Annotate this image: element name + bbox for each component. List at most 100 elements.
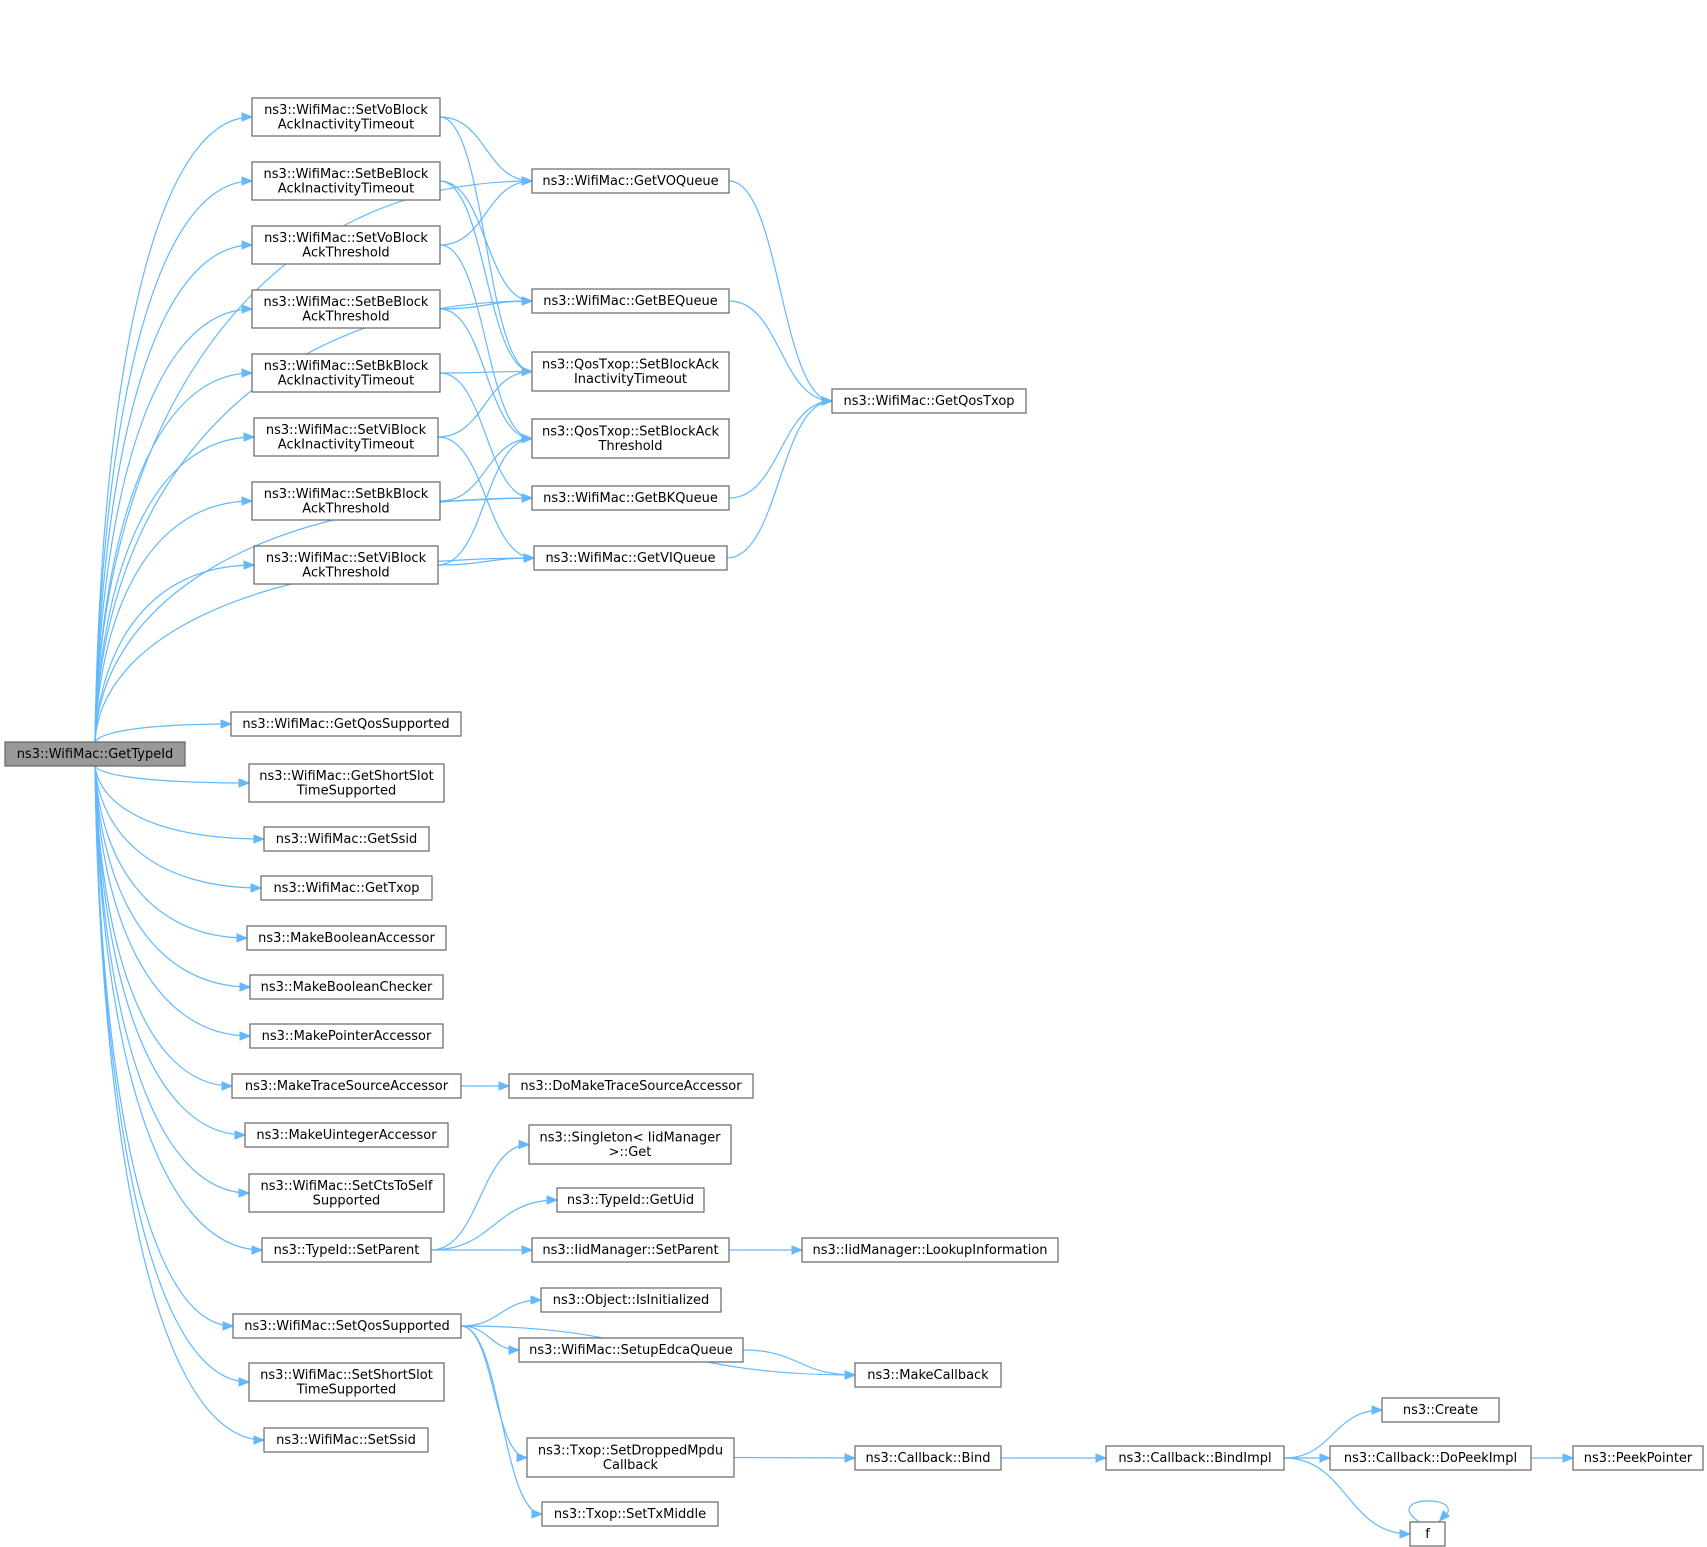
node-getVIQueue[interactable]: ns3::WifiMac::GetVIQueue (533, 545, 728, 571)
node-label: ns3::WifiMac::SetVoBlock (264, 231, 428, 246)
node-box (246, 925, 447, 951)
edge-root-to-makePtrAcc (94, 765, 252, 1041)
node-box (531, 288, 730, 314)
edge-getVIQueue-to-getQosTxop (726, 396, 834, 559)
node-getVOQueue[interactable]: ns3::WifiMac::GetVOQueue (531, 168, 730, 194)
edge-root-to-setQosSupported (94, 765, 235, 1331)
node-box (251, 289, 441, 329)
node-peekPointer[interactable]: ns3::PeekPointer (1572, 1445, 1704, 1471)
edge-line (439, 308, 533, 440)
node-f[interactable]: f (1409, 1521, 1446, 1547)
node-getBEQueue[interactable]: ns3::WifiMac::GetBEQueue (531, 288, 730, 314)
node-setViBlockAckInact[interactable]: ns3::WifiMac::SetViBlockAckInactivityTim… (253, 417, 439, 457)
node-box (533, 545, 728, 571)
nodes-layer: ns3::WifiMac::GetTypeIdns3::WifiMac::Set… (4, 97, 1704, 1547)
arrow-head (238, 1188, 251, 1198)
edge-setBeBlockAckInact-to-qosSetBAInact (439, 180, 534, 377)
node-label: AckThreshold (302, 501, 389, 516)
node-setSsid[interactable]: ns3::WifiMac::SetSsid (263, 1427, 429, 1453)
node-objIsInit[interactable]: ns3::Object::IsInitialized (540, 1287, 722, 1313)
node-getQosTxop[interactable]: ns3::WifiMac::GetQosTxop (831, 388, 1027, 414)
edge-line (94, 765, 251, 1037)
node-box (556, 1187, 705, 1213)
edge-typeIdSetParent-to-singletonGet (430, 1139, 531, 1251)
node-setupEdca[interactable]: ns3::WifiMac::SetupEdcaQueue (518, 1337, 744, 1363)
node-makeCallback[interactable]: ns3::MakeCallback (854, 1362, 1002, 1388)
edges-layer (94, 112, 1575, 1539)
arrow-head (521, 176, 534, 186)
node-box (251, 225, 441, 265)
node-cbBindImpl[interactable]: ns3::Callback::BindImpl (1105, 1445, 1285, 1471)
node-box (244, 1122, 449, 1148)
node-getQosSupported[interactable]: ns3::WifiMac::GetQosSupported (230, 711, 462, 737)
node-setBeBlockAckInact[interactable]: ns3::WifiMac::SetBeBlockAckInactivityTim… (251, 161, 441, 201)
arrow-head (546, 1195, 559, 1205)
arrow-head (1319, 1453, 1332, 1463)
node-box (251, 481, 441, 521)
edge-line (94, 765, 234, 1327)
arrow-head (238, 1377, 251, 1387)
node-root[interactable]: ns3::WifiMac::GetTypeId (4, 741, 186, 767)
edge-line (439, 116, 533, 373)
edge-line (1408, 1500, 1449, 1523)
node-typeIdSetParent[interactable]: ns3::TypeId::SetParent (261, 1237, 432, 1263)
edge-root-to-getSsid (94, 765, 266, 844)
node-label: ns3::PeekPointer (1584, 1451, 1693, 1466)
edge-line (460, 1299, 542, 1327)
node-setBkBlockAckInact[interactable]: ns3::WifiMac::SetBkBlockAckInactivityTim… (251, 353, 441, 393)
node-qosSetBAInact[interactable]: ns3::QosTxop::SetBlockAckInactivityTimeo… (531, 351, 730, 392)
node-iidSetParent[interactable]: ns3::IidManager::SetParent (531, 1237, 730, 1263)
arrow-head (221, 1081, 234, 1091)
node-makePtrAcc[interactable]: ns3::MakePointerAccessor (249, 1023, 444, 1049)
node-cbBind[interactable]: ns3::Callback::Bind (854, 1445, 1002, 1471)
node-box (531, 168, 730, 194)
node-box (531, 1237, 730, 1263)
node-getSsid[interactable]: ns3::WifiMac::GetSsid (263, 826, 430, 852)
edge-setViBlockAckThr-to-qosSetBAThr (437, 433, 534, 566)
edge-setQosSupported-to-txopSetTxMiddle (460, 1325, 544, 1519)
arrow-head (1438, 1510, 1451, 1523)
node-singletonGet[interactable]: ns3::Singleton< IidManager>::Get (528, 1124, 732, 1165)
node-makeTraceAcc[interactable]: ns3::MakeTraceSourceAccessor (231, 1073, 462, 1099)
node-setVoBlockAckInact[interactable]: ns3::WifiMac::SetVoBlockAckInactivityTim… (251, 97, 441, 137)
node-txopSetTxMiddle[interactable]: ns3::Txop::SetTxMiddle (541, 1501, 719, 1527)
node-makeBoolChk[interactable]: ns3::MakeBooleanChecker (249, 974, 444, 1000)
edge-getVOQueue-to-getQosTxop (728, 180, 834, 406)
node-iidLookup[interactable]: ns3::IidManager::LookupInformation (801, 1237, 1059, 1263)
node-doMakeTraceAcc[interactable]: ns3::DoMakeTraceSourceAccessor (508, 1073, 754, 1099)
node-box (1409, 1521, 1446, 1547)
node-label: ns3::DoMakeTraceSourceAccessor (520, 1079, 742, 1094)
node-typeIdGetUid[interactable]: ns3::TypeId::GetUid (556, 1187, 705, 1213)
node-label: TimeSupported (296, 1382, 396, 1397)
node-label: ns3::WifiMac::GetQosSupported (242, 717, 449, 732)
arrow-head (791, 1245, 804, 1255)
node-box (251, 353, 441, 393)
arrow-head (521, 296, 534, 306)
node-cbDoPeekImpl[interactable]: ns3::Callback::DoPeekImpl (1329, 1445, 1532, 1471)
edge-line (728, 180, 833, 402)
node-label: ns3::Callback::BindImpl (1118, 1451, 1271, 1466)
node-makeUintAcc[interactable]: ns3::MakeUintegerAccessor (244, 1122, 449, 1148)
node-box (831, 388, 1027, 414)
node-getBKQueue[interactable]: ns3::WifiMac::GetBKQueue (531, 485, 730, 511)
arrow-head (521, 1245, 534, 1255)
node-label: AckThreshold (302, 245, 389, 260)
node-setQosSupported[interactable]: ns3::WifiMac::SetQosSupported (232, 1313, 462, 1339)
arrow-head (1562, 1453, 1575, 1463)
node-getTxop[interactable]: ns3::WifiMac::GetTxop (260, 875, 433, 901)
arrow-head (1399, 1529, 1412, 1539)
node-label: ns3::QosTxop::SetBlockAck (542, 357, 720, 372)
arrow-head (241, 304, 254, 314)
node-makeBoolAcc[interactable]: ns3::MakeBooleanAccessor (246, 925, 447, 951)
node-create[interactable]: ns3::Create (1381, 1397, 1500, 1423)
arrow-head (220, 719, 233, 729)
